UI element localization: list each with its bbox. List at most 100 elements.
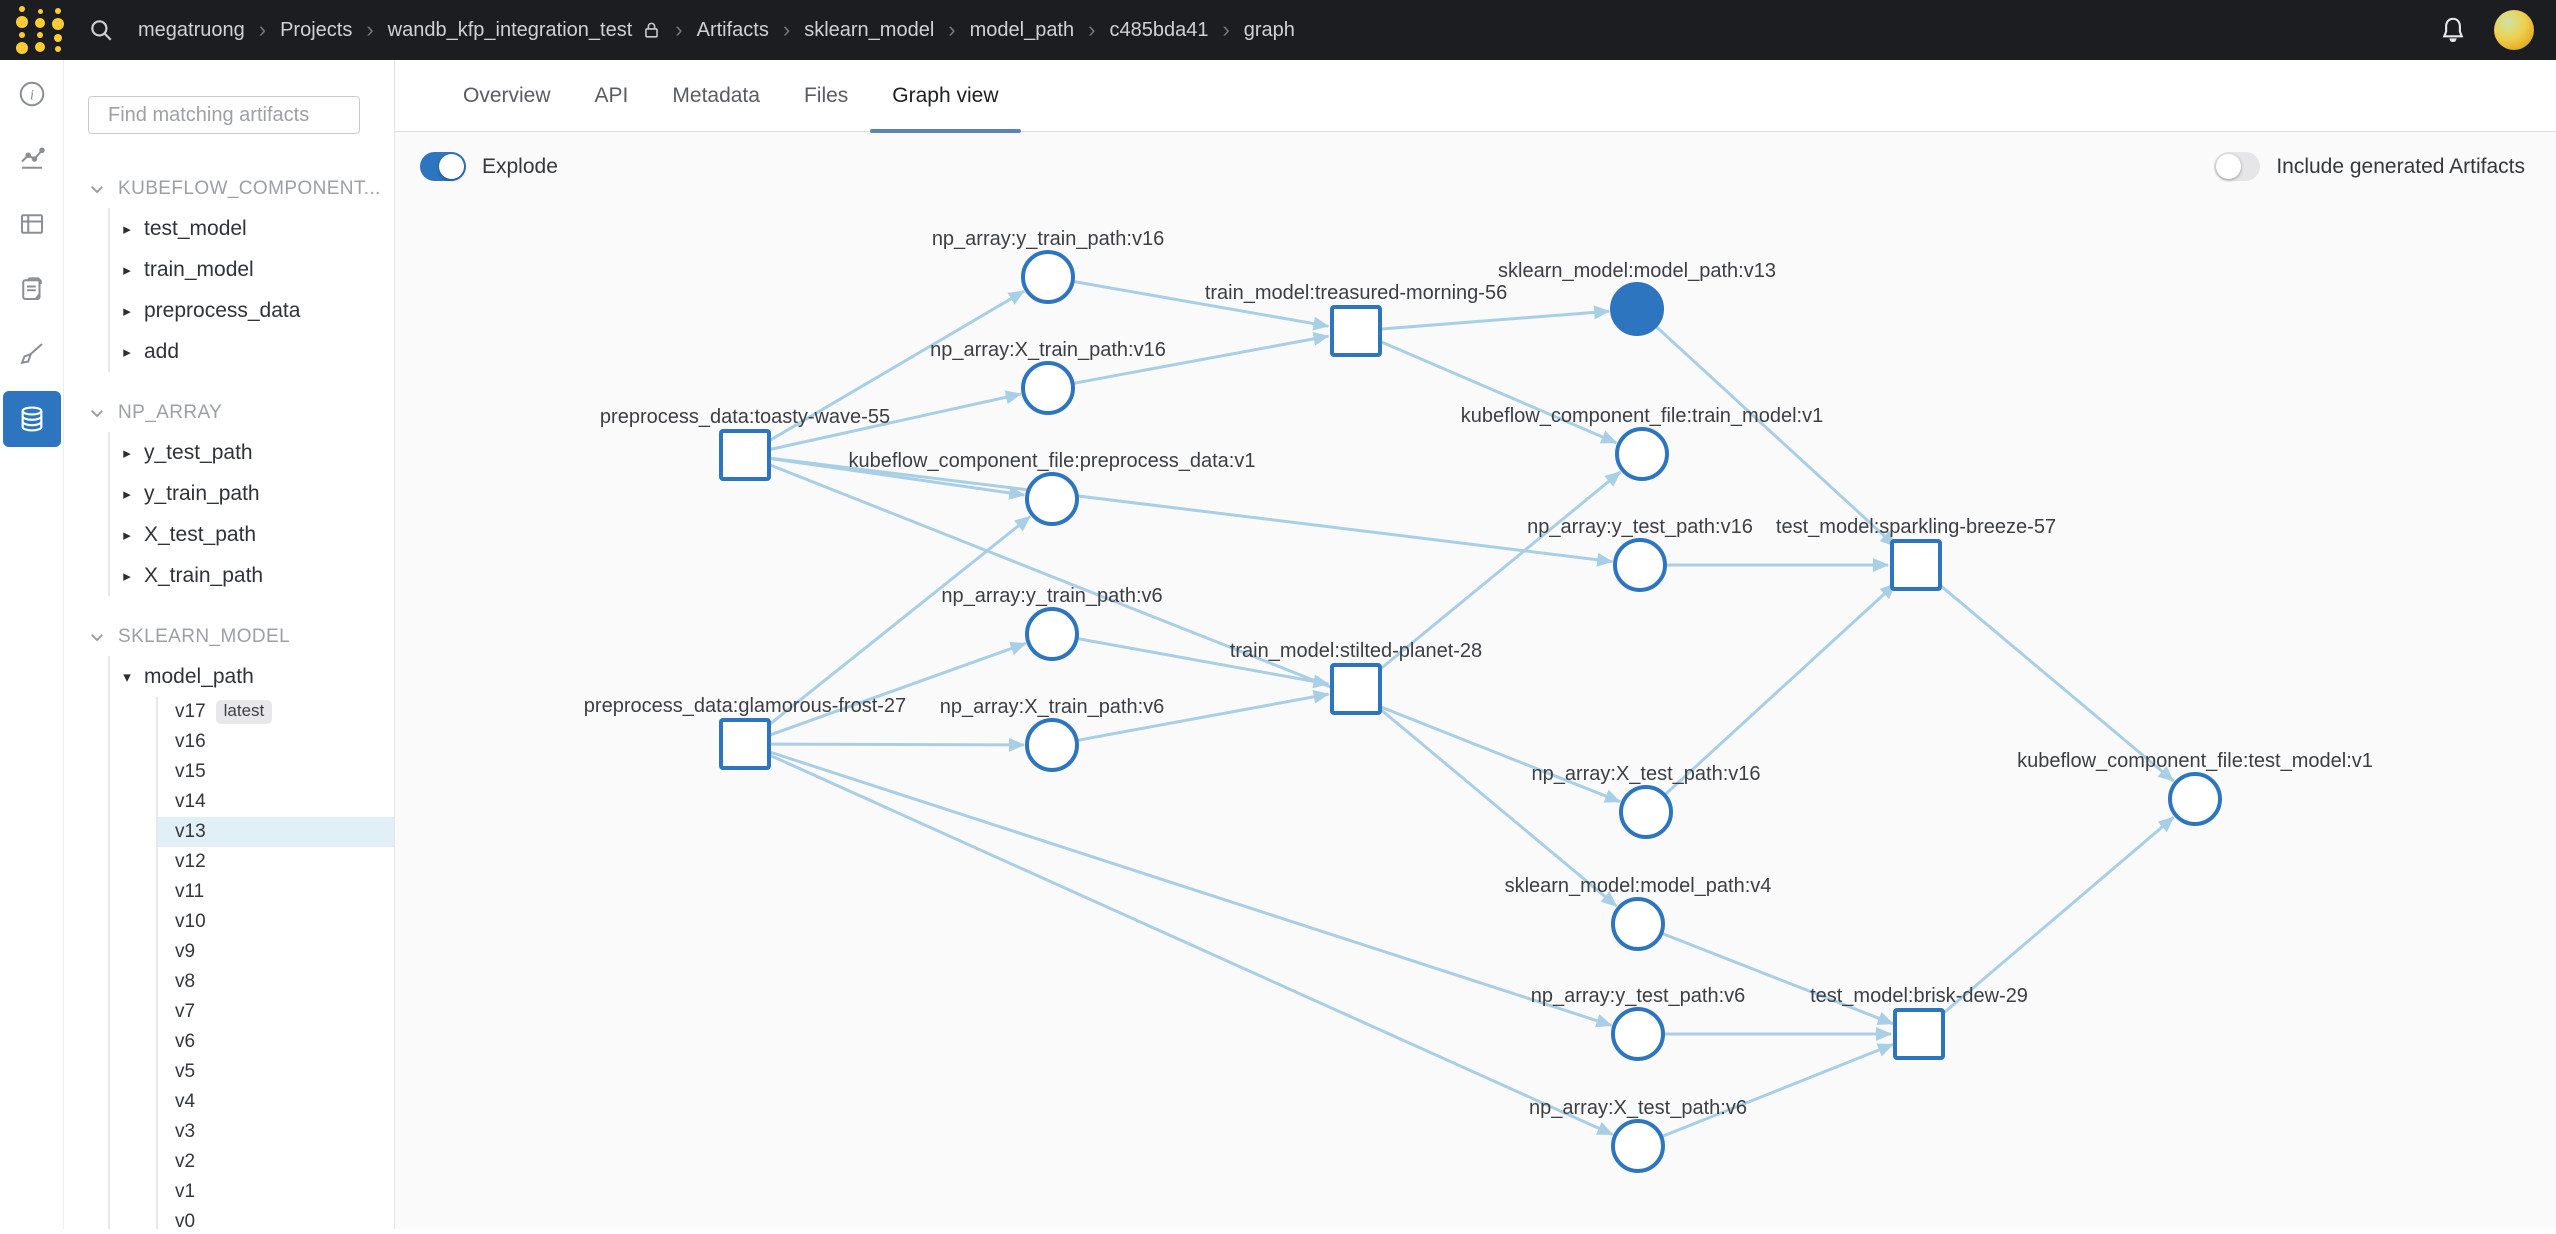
version-row-v13[interactable]: v13 <box>158 817 394 847</box>
search-input[interactable] <box>108 103 373 127</box>
graph-node-model4[interactable] <box>1611 897 1665 951</box>
breadcrumb-item[interactable]: wandb_kfp_integration_test <box>387 18 633 41</box>
rail-item-jobs[interactable] <box>3 261 61 317</box>
version-row-v14[interactable]: v14 <box>158 787 394 817</box>
tab-metadata[interactable]: Metadata <box>672 83 760 107</box>
graph-node-y_train16[interactable] <box>1021 250 1075 304</box>
tree-item-y_test_path[interactable]: ▸y_test_path <box>110 432 394 473</box>
version-row-v16[interactable]: v16 <box>158 727 394 757</box>
graph-node-glamorous[interactable] <box>719 718 771 770</box>
tree-item-label: model_path <box>144 664 254 688</box>
version-row-v3[interactable]: v3 <box>158 1117 394 1147</box>
rail-item-info[interactable]: i <box>3 66 61 122</box>
rail-item-sweeps[interactable] <box>3 326 61 382</box>
version-row-v5[interactable]: v5 <box>158 1057 394 1087</box>
graph-node-toasty[interactable] <box>719 429 771 481</box>
graph-node-kfc_test[interactable] <box>2168 772 2222 826</box>
chevron-down-icon <box>88 180 106 198</box>
version-label: v3 <box>175 1121 196 1142</box>
tree-item-preprocess_data[interactable]: ▸preprocess_data <box>110 290 394 331</box>
graph-edge-y_train6-to-stilted <box>1077 637 1330 689</box>
tree-item-y_train_path[interactable]: ▸y_train_path <box>110 473 394 514</box>
version-row-v2[interactable]: v2 <box>158 1147 394 1177</box>
tree-section-header[interactable]: NP_ARRAY <box>88 398 394 428</box>
breadcrumb-item[interactable]: Artifacts <box>696 18 769 41</box>
graph-node-sparkling[interactable] <box>1890 539 1942 591</box>
tree-item-train_model[interactable]: ▸train_model <box>110 249 394 290</box>
graph-node-brisk[interactable] <box>1893 1008 1945 1060</box>
version-label: v8 <box>175 971 196 992</box>
lock-icon <box>642 21 661 40</box>
graph-node-stilted[interactable] <box>1330 663 1382 715</box>
version-row-v11[interactable]: v11 <box>158 877 394 907</box>
version-row-v1[interactable]: v1 <box>158 1177 394 1207</box>
version-row-v9[interactable]: v9 <box>158 937 394 967</box>
tab-api[interactable]: API <box>594 83 629 107</box>
graph-node-X_test6[interactable] <box>1611 1119 1665 1173</box>
graph-node-X_test16[interactable] <box>1619 785 1673 839</box>
avatar[interactable] <box>2494 10 2534 50</box>
tree-section-header[interactable]: SKLEARN_MODEL <box>88 622 394 652</box>
rail-item-artifacts[interactable] <box>2 391 61 447</box>
rail-item-runs-table[interactable] <box>3 196 61 252</box>
breadcrumb-item[interactable]: graph <box>1243 18 1295 41</box>
tree-item-model_path[interactable]: ▾model_path <box>110 656 394 697</box>
tree-section-header[interactable]: KUBEFLOW_COMPONENT... <box>88 174 394 204</box>
triangle-right-icon: ▸ <box>123 220 131 238</box>
graph-node-y_test6[interactable] <box>1611 1007 1665 1061</box>
svg-text:i: i <box>29 88 33 104</box>
tree-item-X_test_path[interactable]: ▸X_test_path <box>110 514 394 555</box>
graph-node-X_train6[interactable] <box>1025 718 1079 772</box>
version-row-v6[interactable]: v6 <box>158 1027 394 1057</box>
explode-toggle[interactable] <box>420 152 466 181</box>
graph-node-treasured[interactable] <box>1330 305 1382 357</box>
tree-item-label: y_train_path <box>144 481 260 505</box>
graph-node-X_train16[interactable] <box>1021 361 1075 415</box>
version-row-v7[interactable]: v7 <box>158 997 394 1027</box>
graph-edge-toasty-to-X_train16 <box>770 390 1022 451</box>
version-row-v10[interactable]: v10 <box>158 907 394 937</box>
version-row-v12[interactable]: v12 <box>158 847 394 877</box>
version-label: v15 <box>175 761 206 782</box>
graph-edge-X_train6-to-stilted <box>1077 689 1330 742</box>
tree-item-label: X_test_path <box>144 522 257 546</box>
graph-node-y_train6[interactable] <box>1025 607 1079 661</box>
graph-edge-glamorous-to-y_test6 <box>769 750 1613 1028</box>
breadcrumb-item[interactable]: sklearn_model <box>804 18 935 41</box>
artifact-search[interactable] <box>88 96 373 134</box>
graph-node-label: np_array:y_test_path:v16 <box>1527 516 1753 538</box>
graph-edge-stilted-to-kfc_train <box>1375 470 1622 674</box>
version-row-v15[interactable]: v15 <box>158 757 394 787</box>
version-row-v8[interactable]: v8 <box>158 967 394 997</box>
tree-item-X_train_path[interactable]: ▸X_train_path <box>110 555 394 596</box>
wandb-logo[interactable] <box>16 6 64 54</box>
nav-search-icon[interactable] <box>88 17 114 43</box>
graph-node-y_test16[interactable] <box>1613 538 1667 592</box>
graph-node-label: preprocess_data:toasty-wave-55 <box>600 406 890 428</box>
breadcrumb-separator: › <box>1088 17 1096 42</box>
tab-overview[interactable]: Overview <box>463 83 551 107</box>
graph-node-label: kubeflow_component_file:preprocess_data:… <box>849 450 1256 472</box>
breadcrumb-item[interactable]: Projects <box>280 18 353 41</box>
breadcrumb-item[interactable]: model_path <box>969 18 1075 41</box>
breadcrumb-item[interactable]: c485bda41 <box>1109 18 1209 41</box>
include-generated-toggle[interactable] <box>2214 152 2261 181</box>
breadcrumb-item[interactable]: megatruong <box>138 18 245 41</box>
rail-item-workspace[interactable] <box>3 131 61 187</box>
tab-graph-view[interactable]: Graph view <box>870 60 1021 133</box>
tree-item-test_model[interactable]: ▸test_model <box>110 208 394 249</box>
tab-files[interactable]: Files <box>803 83 849 107</box>
graph-edge-y_train16-to-treasured <box>1073 280 1330 331</box>
notifications-bell-icon[interactable] <box>2438 15 2468 45</box>
graph-node-kfc_pre[interactable] <box>1025 472 1079 526</box>
graph-node-kfc_train[interactable] <box>1615 427 1669 481</box>
graph-node-model13[interactable] <box>1610 282 1664 336</box>
artifact-sidebar: KUBEFLOW_COMPONENT... ▸test_model▸train_m… <box>64 60 395 1229</box>
version-row-v4[interactable]: v4 <box>158 1087 394 1117</box>
version-row-v0[interactable]: v0 <box>158 1207 394 1229</box>
latest-badge: latest <box>215 700 273 724</box>
tree-item-label: X_train_path <box>144 563 264 587</box>
tree-item-add[interactable]: ▸add <box>110 331 394 372</box>
